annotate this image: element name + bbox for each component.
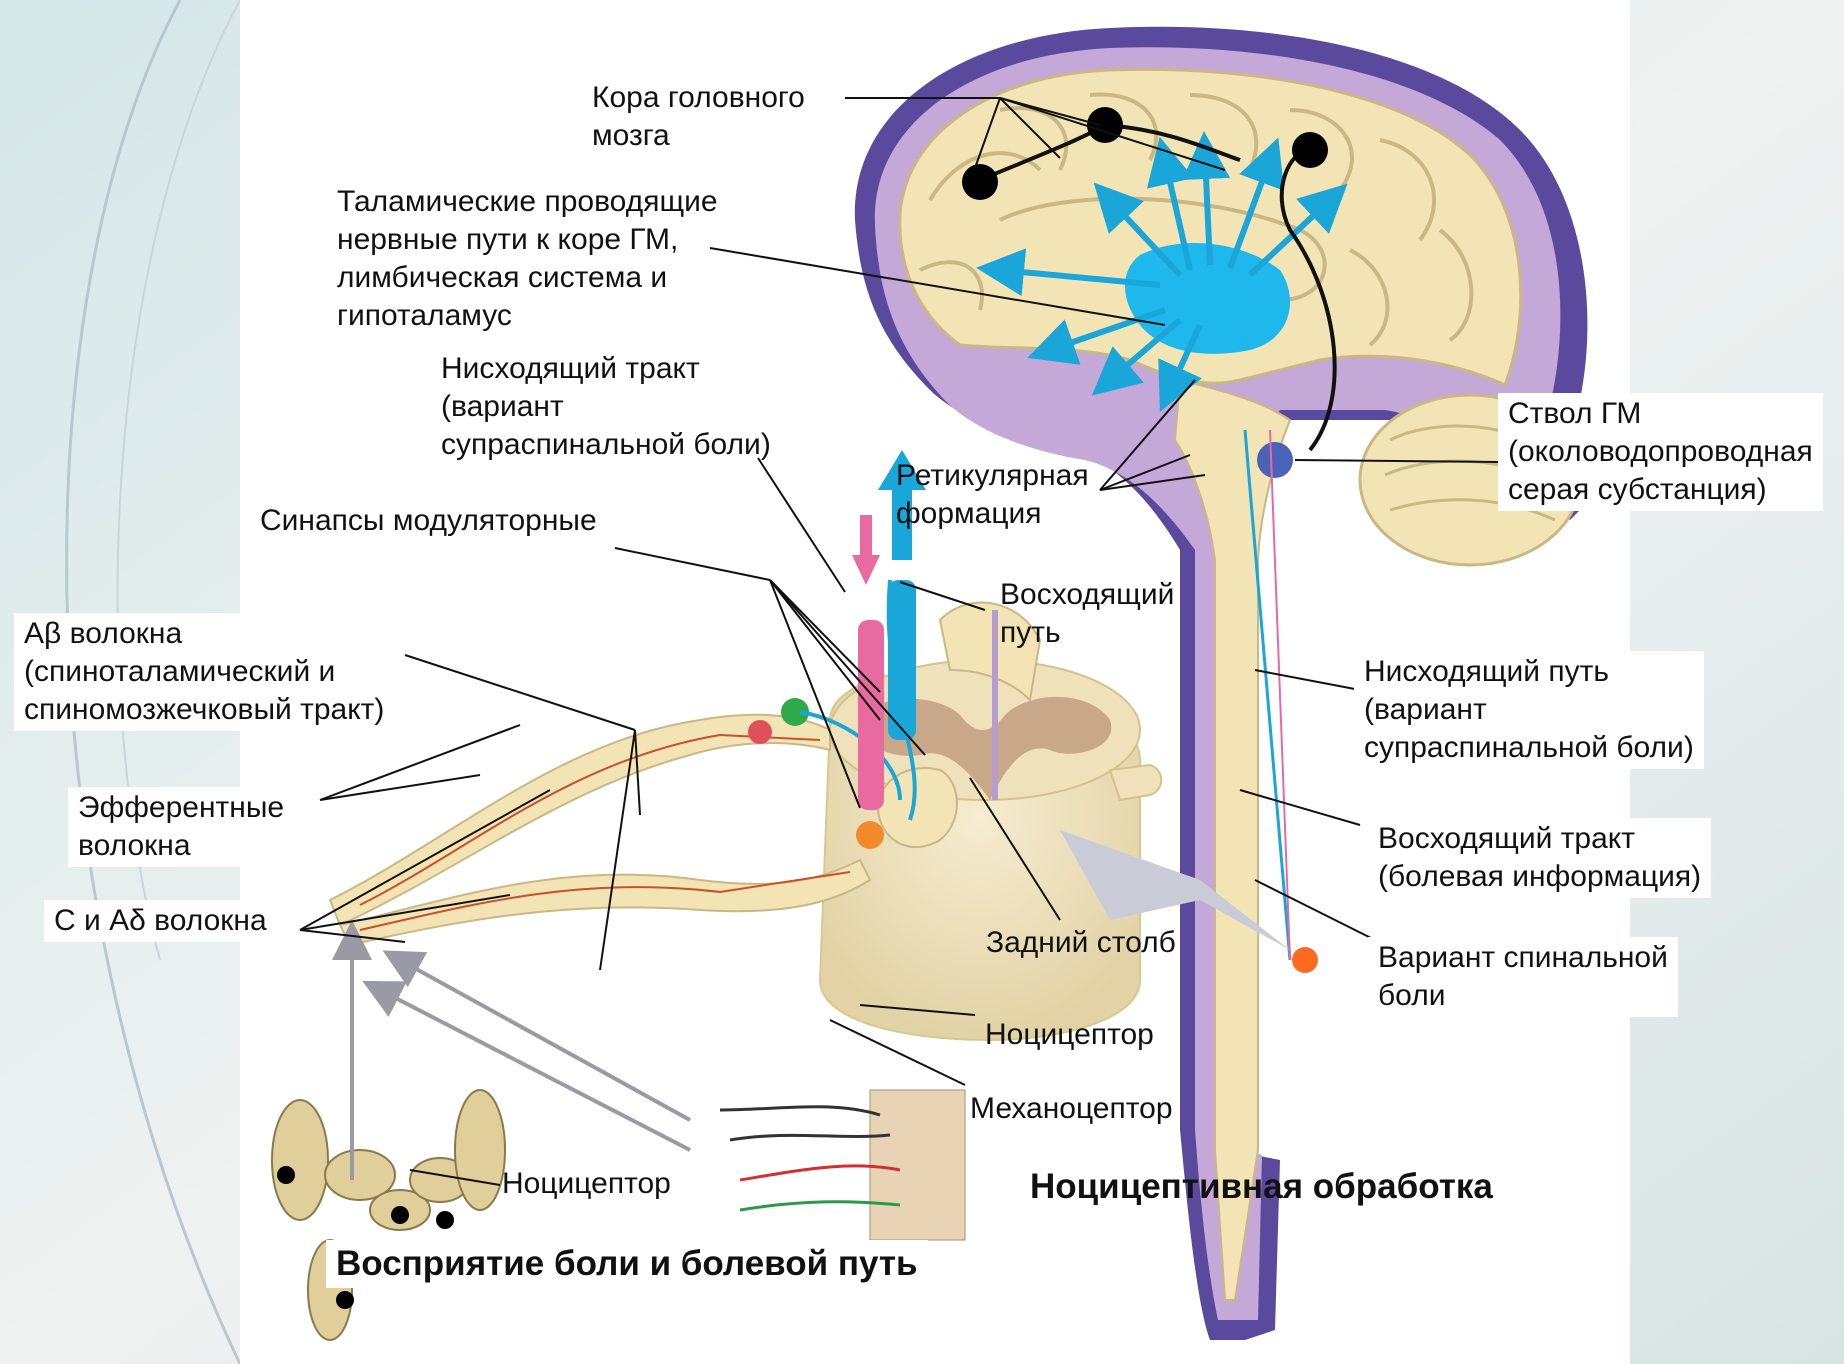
label-c-a-delta-fibers: C и Aδ волокна — [44, 900, 277, 942]
label-reticular-formation: Ретикулярная формация — [896, 457, 1089, 533]
visceral-nociceptor — [391, 1206, 409, 1224]
spinal-pain-node — [1292, 947, 1318, 973]
periaqueductal-grey — [1257, 442, 1293, 478]
pink-cylinder — [858, 620, 884, 810]
label-a-beta-fibers: Aβ волокна (спиноталамический и спиномоз… — [14, 613, 394, 731]
label-cortex: Кора головного мозга — [592, 79, 805, 155]
label-nociceptor-low: Ноцицептор — [502, 1165, 671, 1203]
synapse-red — [748, 720, 772, 744]
title-pain-perception: Восприятие боли и болевой путь — [326, 1240, 928, 1288]
label-mechanoceptor: Механоцептор — [970, 1090, 1173, 1128]
pink-arrow-shaft — [860, 515, 872, 560]
blue-cylinder — [888, 580, 916, 740]
label-modulatory-synapses: Синапсы модуляторные — [260, 502, 597, 540]
dorsal-horn — [878, 768, 957, 847]
cortex-node — [962, 164, 998, 200]
label-descending-path: Нисходящий путь (вариант супраспинальной… — [1354, 651, 1704, 769]
visceral-nociceptor — [336, 1291, 354, 1309]
label-brainstem: Ствол ГМ (околоводопроводная серая субст… — [1498, 393, 1823, 511]
cortex-node — [1087, 107, 1123, 143]
label-nociceptor-mid: Ноцицептор — [985, 1016, 1154, 1054]
title-nociceptive-processing: Ноцицептивная обработка — [1030, 1165, 1493, 1209]
label-ascending-path: Восходящий путь — [1000, 576, 1174, 652]
label-dorsal-horn: Задний столб — [986, 924, 1176, 962]
synapse-orange — [856, 821, 884, 849]
label-spinal-pain-variant: Вариант спинальной боли — [1368, 937, 1678, 1017]
label-descending-tract: Нисходящий тракт (вариант супраспинально… — [441, 350, 771, 464]
label-ascending-tract: Восходящий тракт (болевая информация) — [1368, 818, 1711, 898]
cortex-node — [1292, 132, 1328, 168]
visceral-nociceptor — [436, 1211, 454, 1229]
label-thalamic-pathways: Таламические проводящие нервные пути к к… — [337, 183, 718, 335]
visceral-nociceptor — [277, 1166, 295, 1184]
skin-block — [870, 1090, 965, 1240]
label-efferent-fibers: Эфферентные волокна — [68, 787, 294, 867]
